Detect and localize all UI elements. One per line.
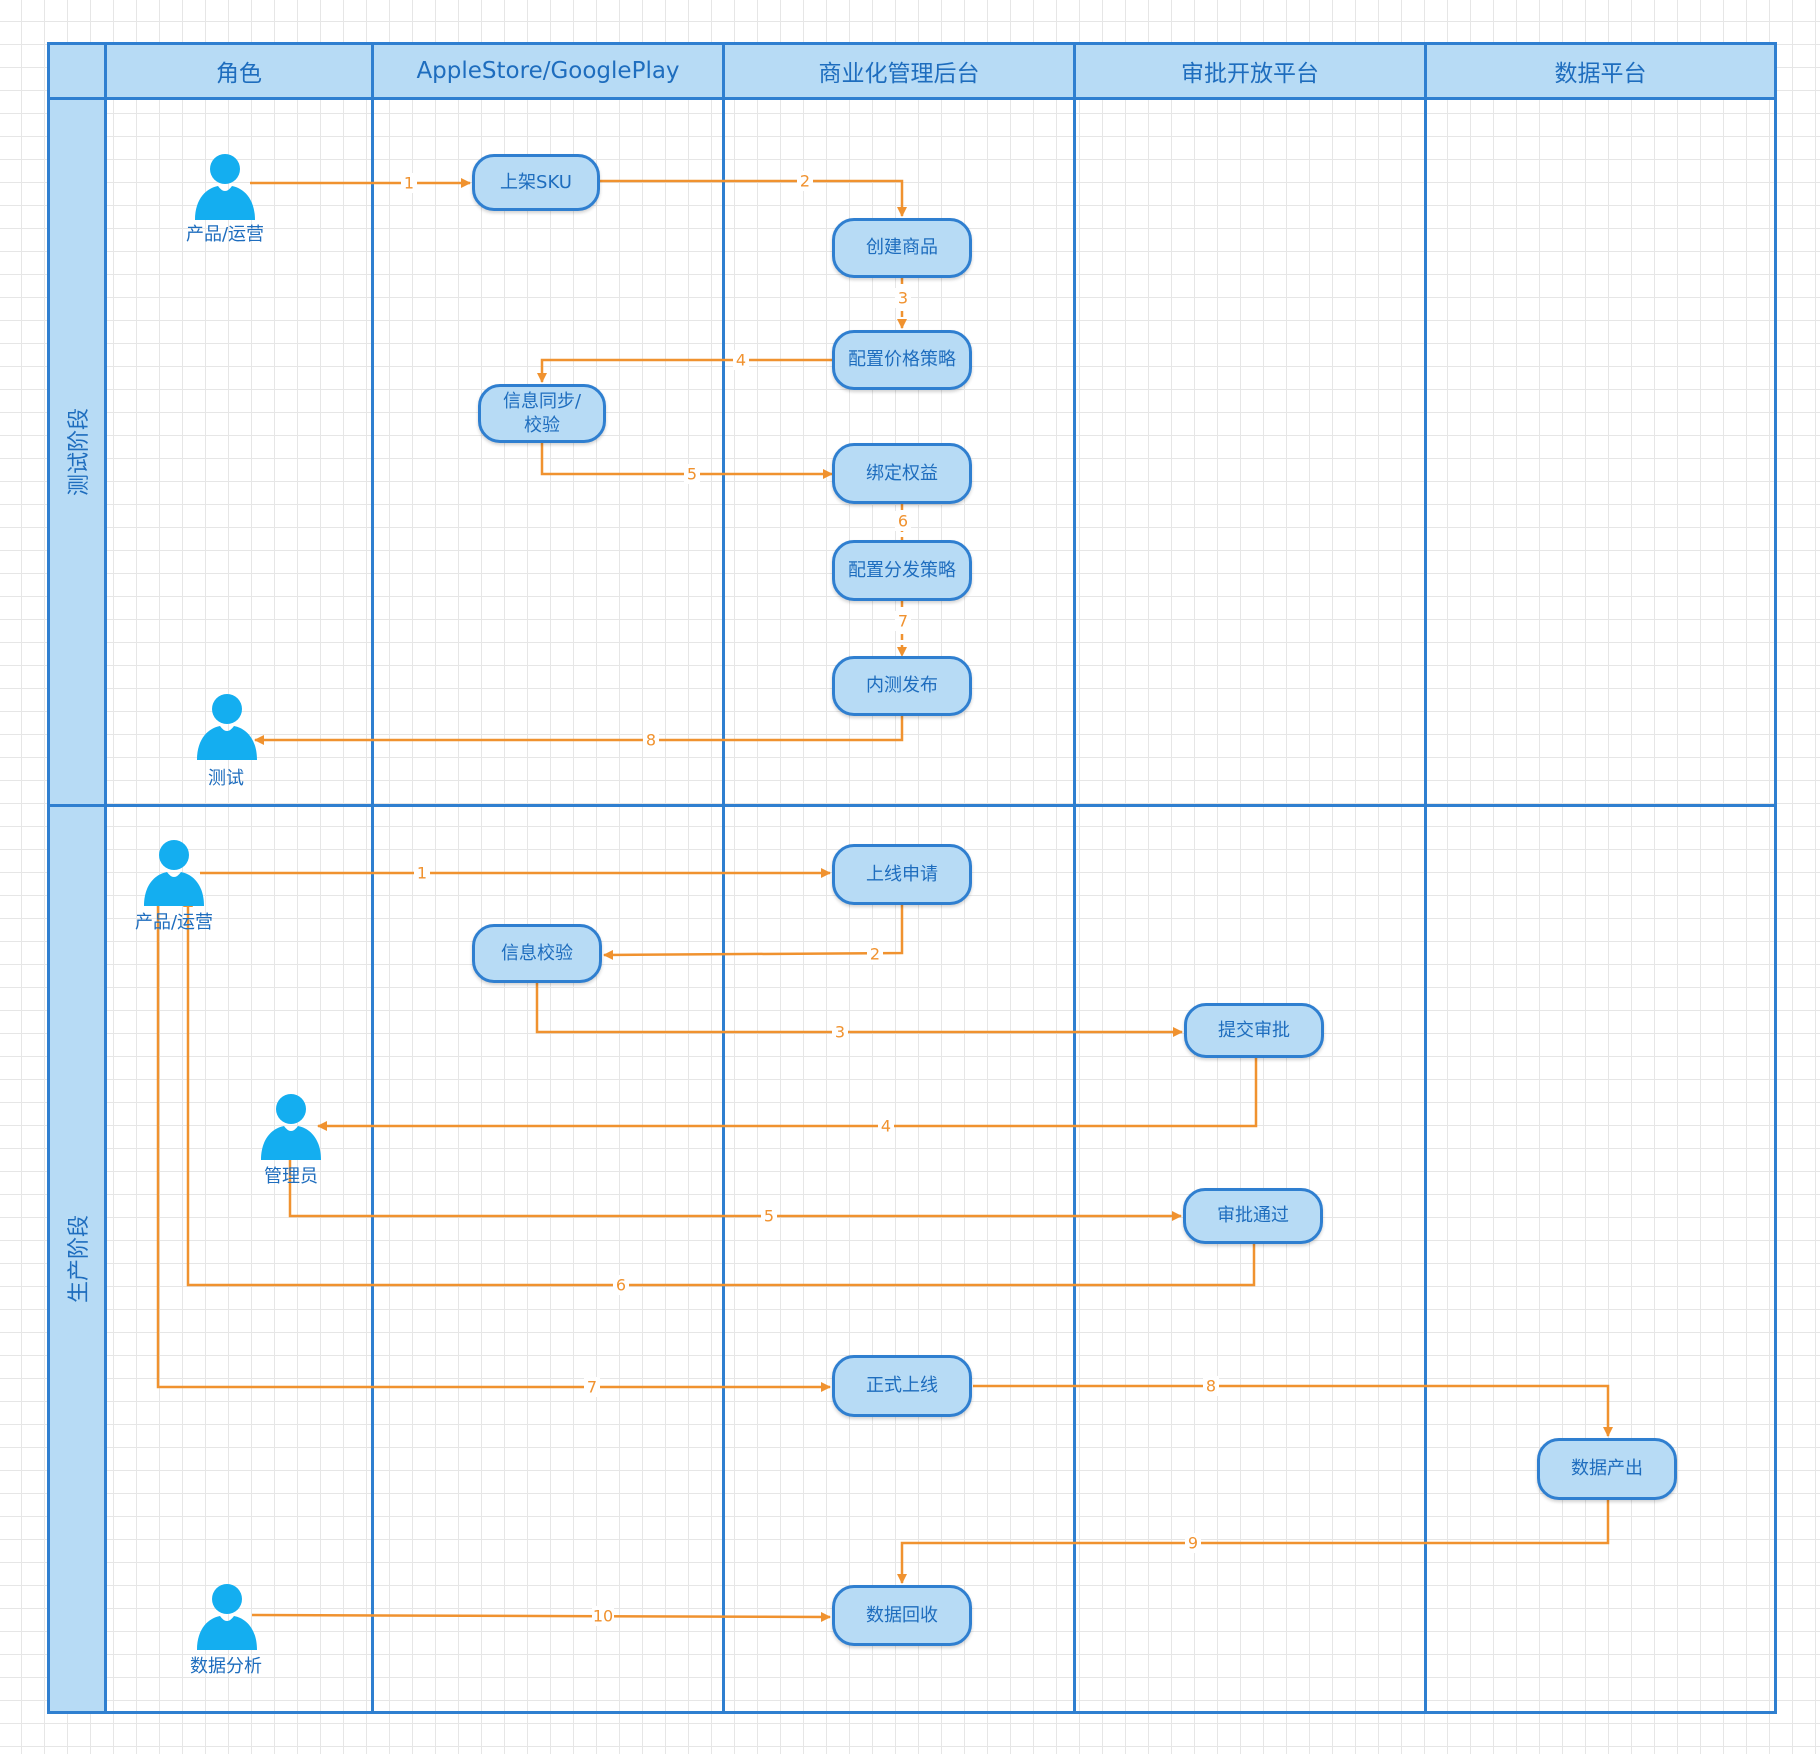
lane-divider: [1073, 97, 1076, 1714]
person-icon: [261, 1094, 321, 1160]
node-approved[interactable]: 审批通过: [1183, 1188, 1323, 1244]
lane-divider: [371, 97, 374, 1714]
node-submit-approval[interactable]: 提交审批: [1184, 1003, 1324, 1058]
prod-edge-label: 6: [616, 1276, 626, 1295]
phase-divider: [47, 804, 1777, 807]
node-info-verify[interactable]: 信息校验: [472, 924, 602, 983]
node-beta-release[interactable]: 内测发布: [832, 656, 972, 716]
person-icon: [144, 840, 204, 906]
node-go-live[interactable]: 正式上线: [832, 1355, 972, 1417]
node-launch-request[interactable]: 上线申请: [832, 844, 972, 905]
outer-border-right: [1774, 42, 1777, 1714]
header-column-data-platform: 数据平台: [1424, 42, 1777, 100]
node-list-sku[interactable]: 上架SKU: [472, 154, 600, 211]
prod-edge-label: 7: [587, 1378, 597, 1397]
prod-edge-7: [156, 898, 831, 1392]
test-edge-label: 8: [646, 731, 656, 750]
node-config-price[interactable]: 配置价格策略: [832, 330, 972, 390]
test-edge-2: [600, 179, 907, 217]
actor-label-test-ops: 产品/运营: [185, 224, 265, 245]
lane-divider: [722, 97, 725, 1714]
test-edge-label: 4: [736, 351, 746, 370]
header-column-appstore: AppleStore/GooglePlay: [371, 42, 725, 100]
header-column-role: 角色: [104, 42, 374, 100]
prod-edge-9: [897, 1500, 1610, 1584]
actor-label-admin: 管理员: [264, 1166, 318, 1187]
prod-edge-4: [317, 1058, 1258, 1131]
prod-edge-label: 8: [1206, 1377, 1216, 1396]
test-edge-8: [254, 716, 904, 745]
prod-edge-2: [603, 905, 904, 960]
test-edge-label: 2: [800, 172, 810, 191]
outer-border-bottom: [47, 1711, 1777, 1714]
prod-edge-label: 10: [593, 1607, 613, 1626]
node-bind-rights[interactable]: 绑定权益: [832, 443, 972, 504]
prod-edge-label: 9: [1188, 1534, 1198, 1553]
node-config-distribution[interactable]: 配置分发策略: [832, 540, 972, 601]
node-create-product[interactable]: 创建商品: [832, 218, 972, 278]
node-data-collect[interactable]: 数据回收: [832, 1585, 972, 1646]
node-data-output[interactable]: 数据产出: [1537, 1438, 1677, 1500]
test-edge-4: [537, 358, 832, 383]
test-edge-label: 5: [687, 465, 697, 484]
test-edge-label: 6: [898, 512, 908, 531]
test-edge-label: 7: [898, 612, 908, 631]
person-icon: [197, 694, 257, 760]
prod-edge-label: 1: [417, 864, 427, 883]
prod-edge-6: [183, 897, 1256, 1287]
header-corner: [47, 42, 107, 100]
header-column-commercial-admin: 商业化管理后台: [722, 42, 1076, 100]
test-edge-label: 3: [898, 289, 908, 308]
prod-edge-8: [973, 1384, 1613, 1437]
prod-edge-5: [288, 1152, 1182, 1221]
actor-label-prod-ops: 产品/运营: [134, 912, 214, 933]
prod-edge-10: [251, 1611, 831, 1622]
phase-band-production: 生产阶段: [47, 804, 107, 1714]
person-icon: [197, 1584, 257, 1650]
prod-edge-label: 2: [870, 945, 880, 964]
prod-edge-label: 5: [764, 1207, 774, 1226]
test-edge-5: [540, 443, 833, 479]
prod-edge-label: 3: [835, 1023, 845, 1042]
prod-edge-3: [535, 983, 1183, 1037]
header-column-approval-platform: 审批开放平台: [1073, 42, 1427, 100]
node-sync-verify[interactable]: 信息同步/ 校验: [478, 384, 606, 443]
actor-label-analyst: 数据分析: [190, 1656, 262, 1677]
prod-edge-label: 4: [881, 1117, 891, 1136]
lane-divider: [104, 97, 107, 1714]
actor-label-tester: 测试: [208, 768, 244, 789]
test-edge-label: 1: [404, 174, 414, 193]
person-icon: [195, 154, 255, 220]
lane-divider: [1424, 97, 1427, 1714]
